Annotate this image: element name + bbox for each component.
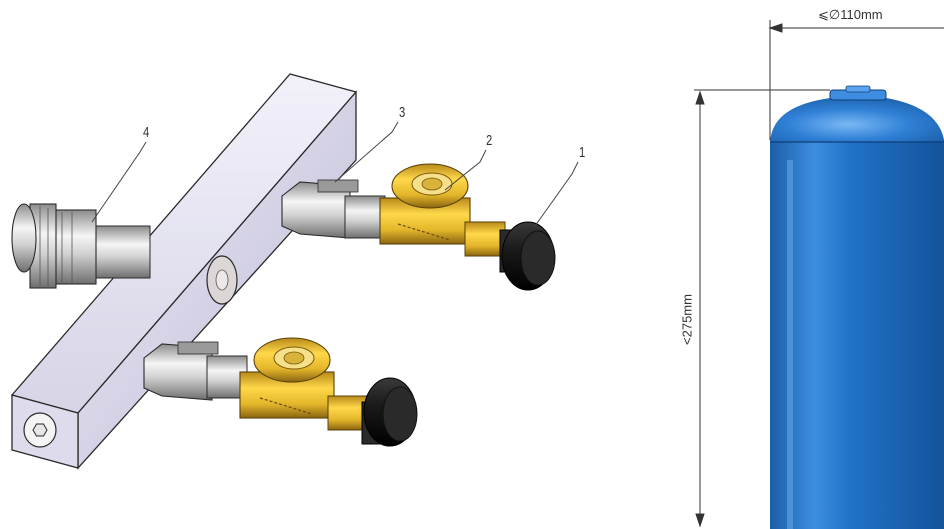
callout-label-2: 2 [486, 132, 493, 149]
leader-line-2 [444, 149, 487, 191]
leader-line-4 [91, 141, 147, 223]
callout-leaders [91, 121, 579, 227]
control-knob [361, 377, 418, 447]
callout-label-4: 4 [143, 124, 150, 141]
quick-connector [11, 203, 151, 289]
height-dimension [694, 89, 830, 528]
height-dimension-label: <275mm [679, 294, 695, 345]
hex-socket-icon [23, 412, 57, 448]
control-knob [499, 221, 556, 291]
diameter-dimension [768, 20, 944, 140]
callout-label-3: 3 [399, 104, 406, 121]
callout-label-1: 1 [579, 144, 586, 161]
pressure-regulator-valve [379, 163, 506, 257]
diameter-dimension-label: ⩽∅110mm [818, 7, 883, 22]
gas-cylinder [770, 85, 944, 529]
manifold-bar [10, 73, 358, 470]
leader-line-1 [534, 161, 579, 227]
port-washer [206, 255, 238, 305]
upper-regulator-assembly [281, 163, 556, 291]
pressure-regulator-valve [239, 337, 369, 431]
lower-regulator-assembly [143, 337, 418, 447]
leader-line-3 [334, 121, 399, 183]
